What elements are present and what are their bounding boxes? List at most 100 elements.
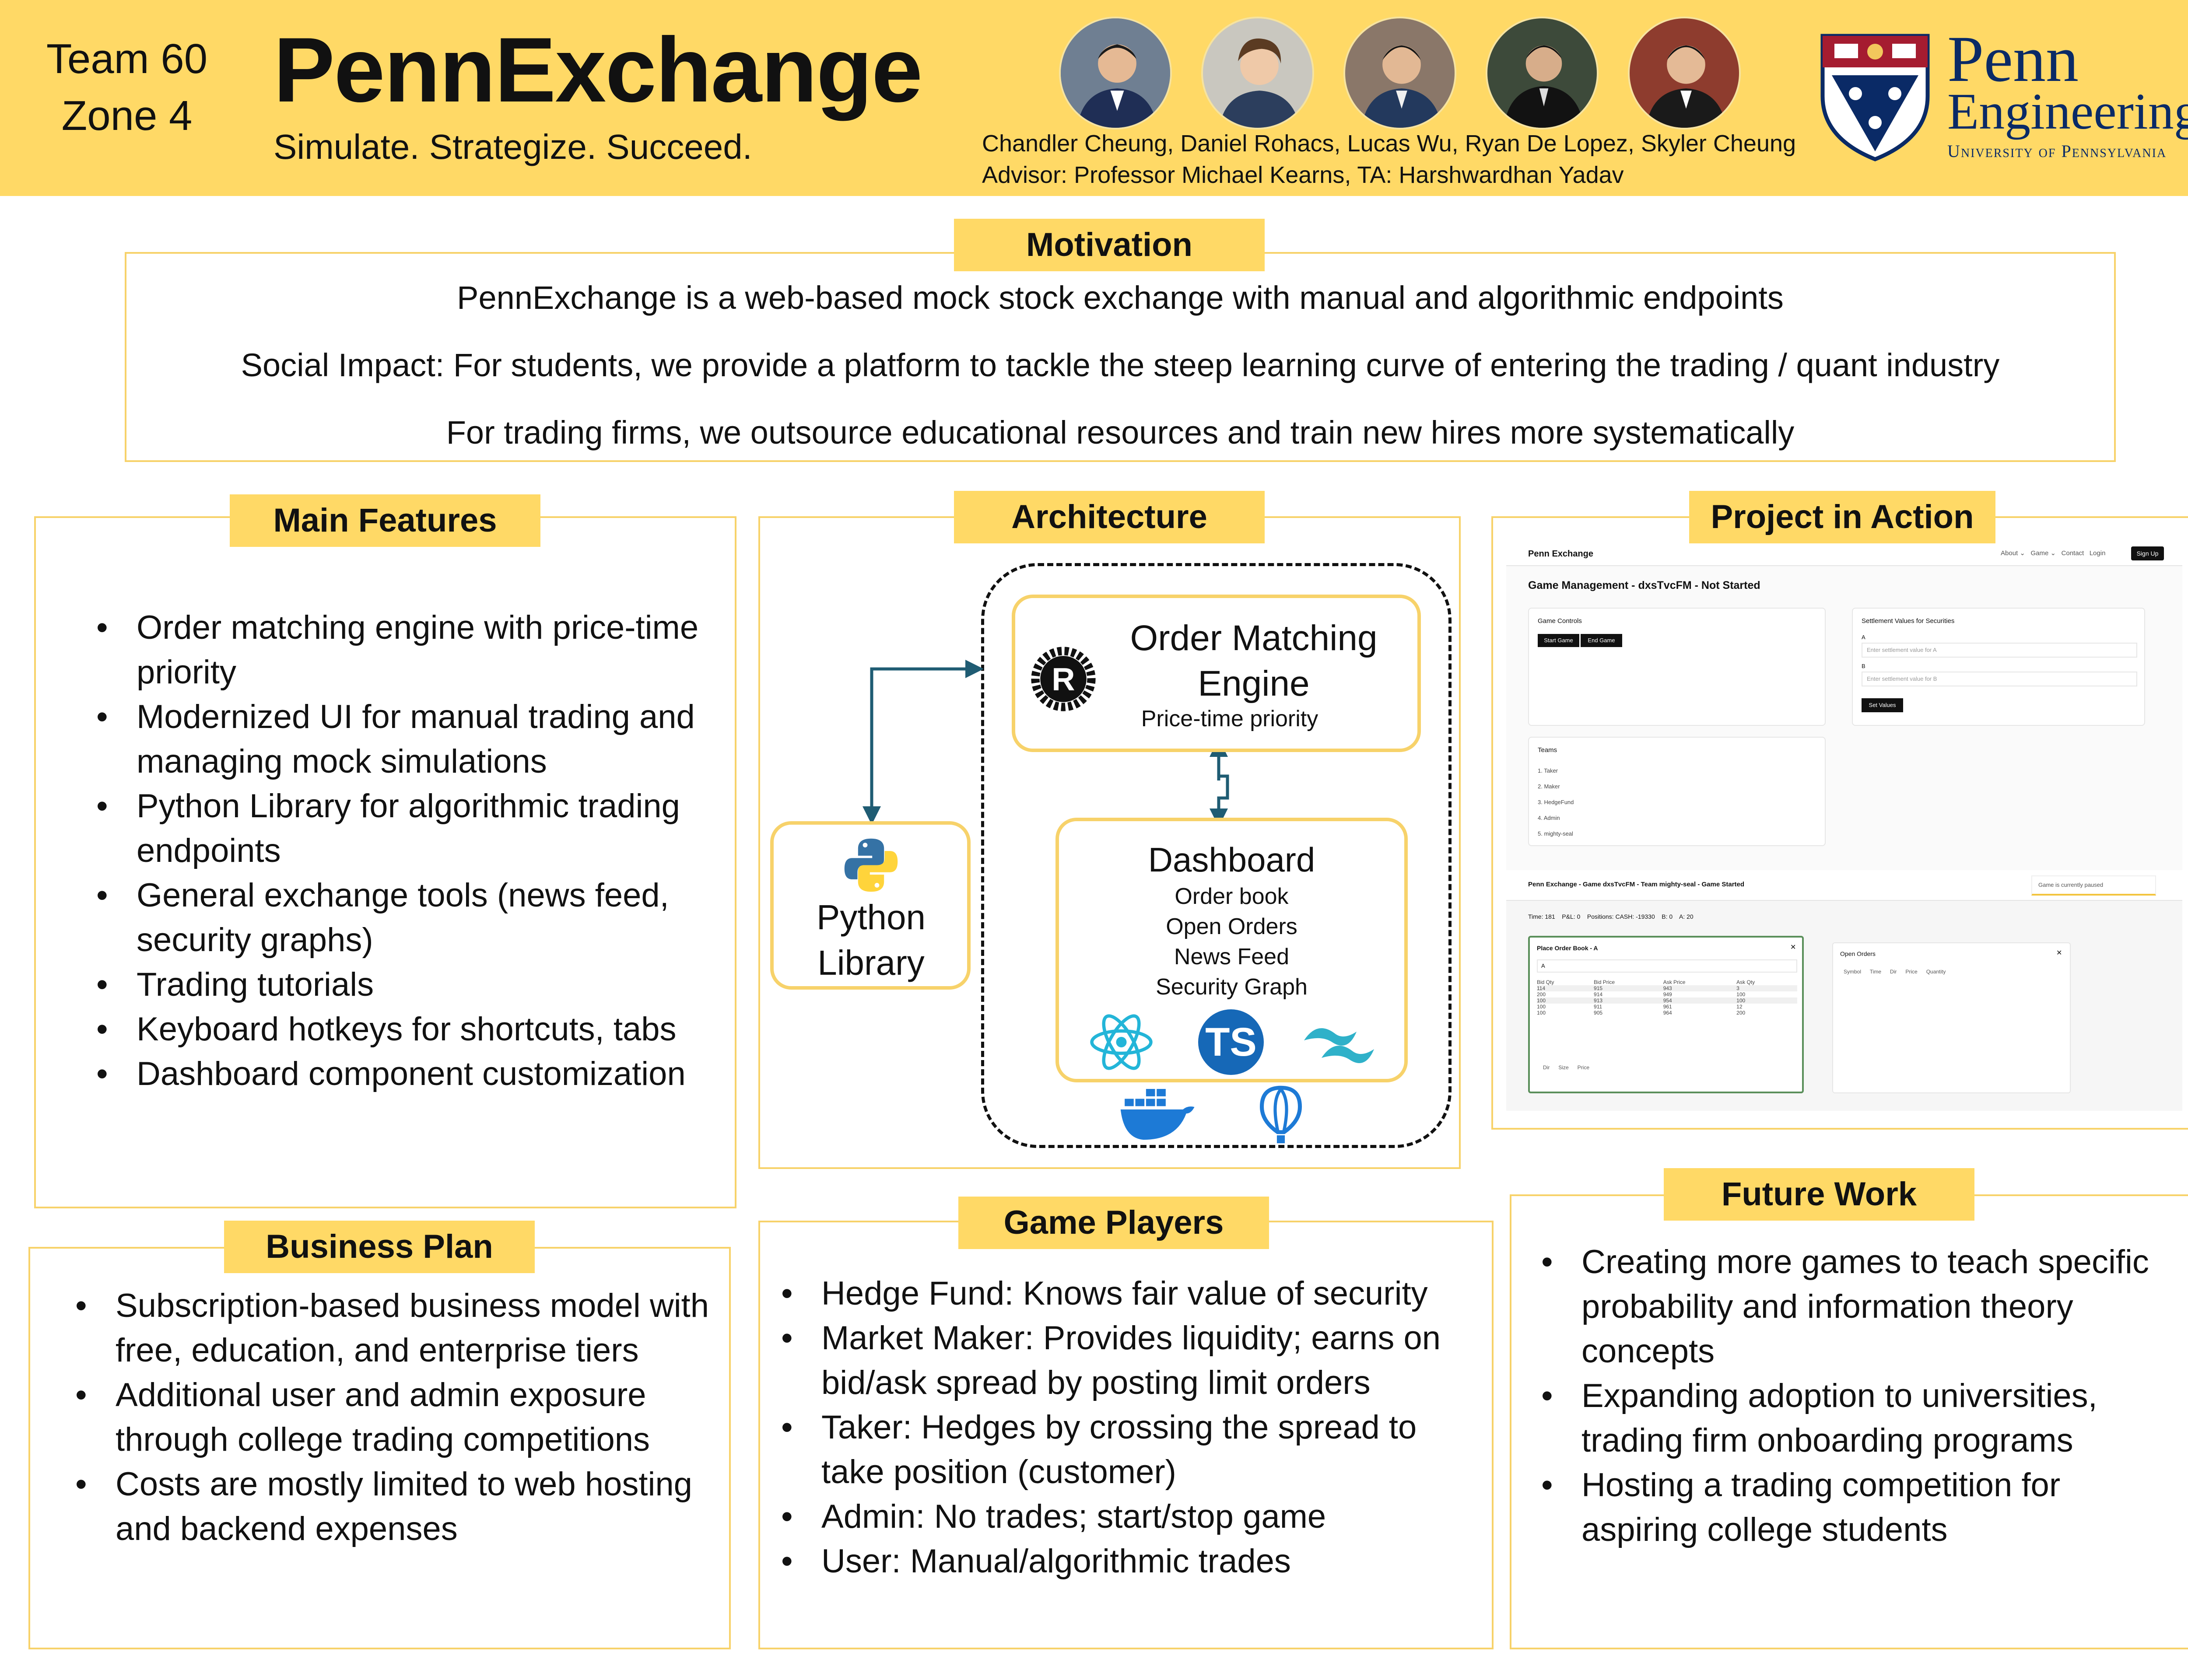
table-cell: 100 — [1736, 991, 1746, 998]
end-game-button[interactable]: End Game — [1581, 634, 1622, 647]
table-cell: 200 — [1537, 991, 1546, 998]
game-stats: Time: 181 P&L: 0 Positions: CASH: -19330… — [1528, 913, 1694, 920]
settlement-b-input[interactable]: Enter settlement value for B — [1862, 672, 2137, 686]
table-cell: 915 — [1594, 985, 1603, 991]
avatar-daniel — [1201, 17, 1314, 130]
players-title: Game Players — [958, 1197, 1269, 1249]
order-form-labels: Dir Size Price — [1543, 1064, 1590, 1071]
screenshot-nav-links: About ⌄ Game ⌄ Contact Login — [2001, 550, 2106, 557]
motivation-title: Motivation — [954, 219, 1265, 271]
poster-header: Team 60 Zone 4 PennExchange Simulate. St… — [0, 0, 2188, 196]
set-values-button[interactable]: Set Values — [1862, 698, 1903, 712]
list-item: Hosting a trading competition for aspiri… — [1538, 1463, 2177, 1552]
table-cell: 949 — [1663, 991, 1672, 998]
column-header: Ask Qty — [1736, 979, 1755, 985]
features-list: Order matching engine with price-time pr… — [93, 606, 714, 1096]
typescript-logo-icon: TS — [1198, 1009, 1264, 1075]
project-title: Project in Action — [1689, 491, 1995, 543]
table-cell: 911 — [1594, 1004, 1602, 1010]
future-section: Creating more games to teach specific pr… — [1510, 1194, 2188, 1649]
table-cell: 943 — [1663, 985, 1672, 991]
game-management-screenshot: Penn Exchange About ⌄ Game ⌄ Contact Log… — [1506, 542, 2182, 888]
engine-subtitle: Price-time priority — [1141, 706, 1318, 732]
project-section: Penn Exchange About ⌄ Game ⌄ Contact Log… — [1491, 516, 2188, 1130]
list-item: Expanding adoption to universities, trad… — [1538, 1374, 2177, 1463]
security-a-label: A — [1862, 634, 1865, 640]
dashboard-item: Security Graph — [1156, 974, 1308, 1000]
docker-logo-icon — [1120, 1089, 1195, 1140]
close-icon[interactable]: ✕ — [1790, 944, 1796, 951]
avatar-skyler — [1628, 17, 1741, 130]
list-item: Keyboard hotkeys for shortcuts, tabs — [93, 1007, 714, 1052]
list-item: Admin: No trades; start/stop game — [778, 1494, 1487, 1539]
start-game-button[interactable]: Start Game — [1538, 634, 1579, 647]
features-section: Order matching engine with price-time pr… — [34, 516, 736, 1208]
business-title: Business Plan — [224, 1221, 535, 1273]
motivation-line: PennExchange is a web-based mock stock e… — [457, 280, 1784, 316]
table-cell: 964 — [1663, 1010, 1672, 1016]
game-controls-card: Game Controls Start Game End Game — [1528, 608, 1826, 726]
list-item: Market Maker: Provides liquidity; earns … — [778, 1316, 1487, 1405]
list-item: 3. HedgeFund — [1538, 799, 1574, 805]
screenshot-navbar: Penn Exchange About ⌄ Game ⌄ Contact Log… — [1506, 542, 2182, 566]
list-item: Costs are mostly limited to web hosting … — [72, 1462, 711, 1551]
trading-screenshot: Penn Exchange - Game dxsTvcFM - Team mig… — [1506, 870, 2182, 1111]
list-item: Trading tutorials — [93, 962, 714, 1007]
table-cell: 954 — [1663, 998, 1672, 1004]
svg-text:R: R — [1052, 661, 1075, 697]
list-item: 5. mighty-seal — [1538, 830, 1573, 837]
member-names: Chandler Cheung, Daniel Rohacs, Lucas Wu… — [982, 130, 1796, 157]
table-cell: 100 — [1537, 1004, 1546, 1010]
tailwind-logo-icon — [1304, 1028, 1374, 1063]
open-orders-title: Open Orders — [1840, 950, 1876, 957]
screenshot-signup-button[interactable]: Sign Up — [2131, 546, 2164, 560]
python-logo-icon — [844, 838, 898, 892]
players-section: Hedge Fund: Knows fair value of security… — [758, 1221, 1494, 1649]
order-book-panel: Place Order Book - A ✕ A Bid Qty Bid Pri… — [1528, 936, 1804, 1093]
table-row[interactable]: 100 911 961 12 — [1537, 1004, 1797, 1010]
screenshot-heading: Game Management - dxsTvcFM - Not Started — [1528, 579, 1760, 592]
motivation-section: PennExchange is a web-based mock stock e… — [125, 252, 2116, 462]
table-cell: 100 — [1537, 1010, 1546, 1016]
column-header: Bid Price — [1594, 979, 1615, 985]
table-cell: 12 — [1736, 1004, 1743, 1010]
list-item: Modernized UI for manual trading and man… — [93, 695, 714, 784]
column-header: Ask Price — [1663, 979, 1686, 985]
security-select[interactable]: A — [1537, 959, 1797, 973]
list-item: Creating more games to teach specific pr… — [1538, 1240, 2177, 1374]
dashboard-item: Order book — [1175, 884, 1289, 909]
motivation-line: Social Impact: For students, we provide … — [241, 347, 2000, 383]
team-label: Team 60 Zone 4 — [18, 31, 236, 144]
motivation-line: For trading firms, we outsource educatio… — [446, 414, 1795, 451]
architecture-section: Order Matching Engine Price-time priorit… — [758, 516, 1461, 1169]
list-item: Order matching engine with price-time pr… — [93, 606, 714, 695]
table-cell: 100 — [1537, 998, 1546, 1004]
engine-title: Order Matching Engine — [1130, 618, 1378, 704]
close-icon[interactable]: ✕ — [2056, 949, 2062, 957]
settlement-label: Settlement Values for Securities — [1862, 617, 1955, 625]
dashboard-item: Open Orders — [1166, 914, 1297, 939]
dashboard-box: Dashboard Order book Open Orders News Fe… — [1055, 818, 1408, 1082]
list-item: 1. Taker — [1538, 767, 1558, 774]
react-logo-icon — [1090, 1014, 1153, 1070]
team-number: Team 60 — [46, 35, 208, 82]
table-cell: 914 — [1594, 991, 1603, 998]
teams-list: 1. Taker 2. Maker 3. HedgeFund 4. Admin … — [1538, 763, 1574, 842]
architecture-connectors — [863, 660, 1229, 827]
table-row[interactable]: 200 914 949 100 — [1537, 991, 1797, 998]
table-cell: 200 — [1736, 1010, 1746, 1016]
logo-word-university: University of Pennsylvania — [1947, 141, 2167, 161]
order-book-title: Place Order Book - A — [1537, 945, 1598, 952]
order-matching-engine-box: Order Matching Engine Price-time priorit… — [1012, 595, 1421, 752]
game-controls-label: Game Controls — [1538, 617, 1582, 625]
table-cell: 961 — [1663, 1004, 1672, 1010]
list-item: Python Library for algorithmic trading e… — [93, 784, 714, 873]
list-item: Taker: Hedges by crossing the spread to … — [778, 1405, 1487, 1494]
list-item: User: Manual/algorithmic trades — [778, 1539, 1487, 1584]
settlement-a-input[interactable]: Enter settlement value for A — [1862, 643, 2137, 658]
list-item: Hedge Fund: Knows fair value of security — [778, 1271, 1487, 1316]
